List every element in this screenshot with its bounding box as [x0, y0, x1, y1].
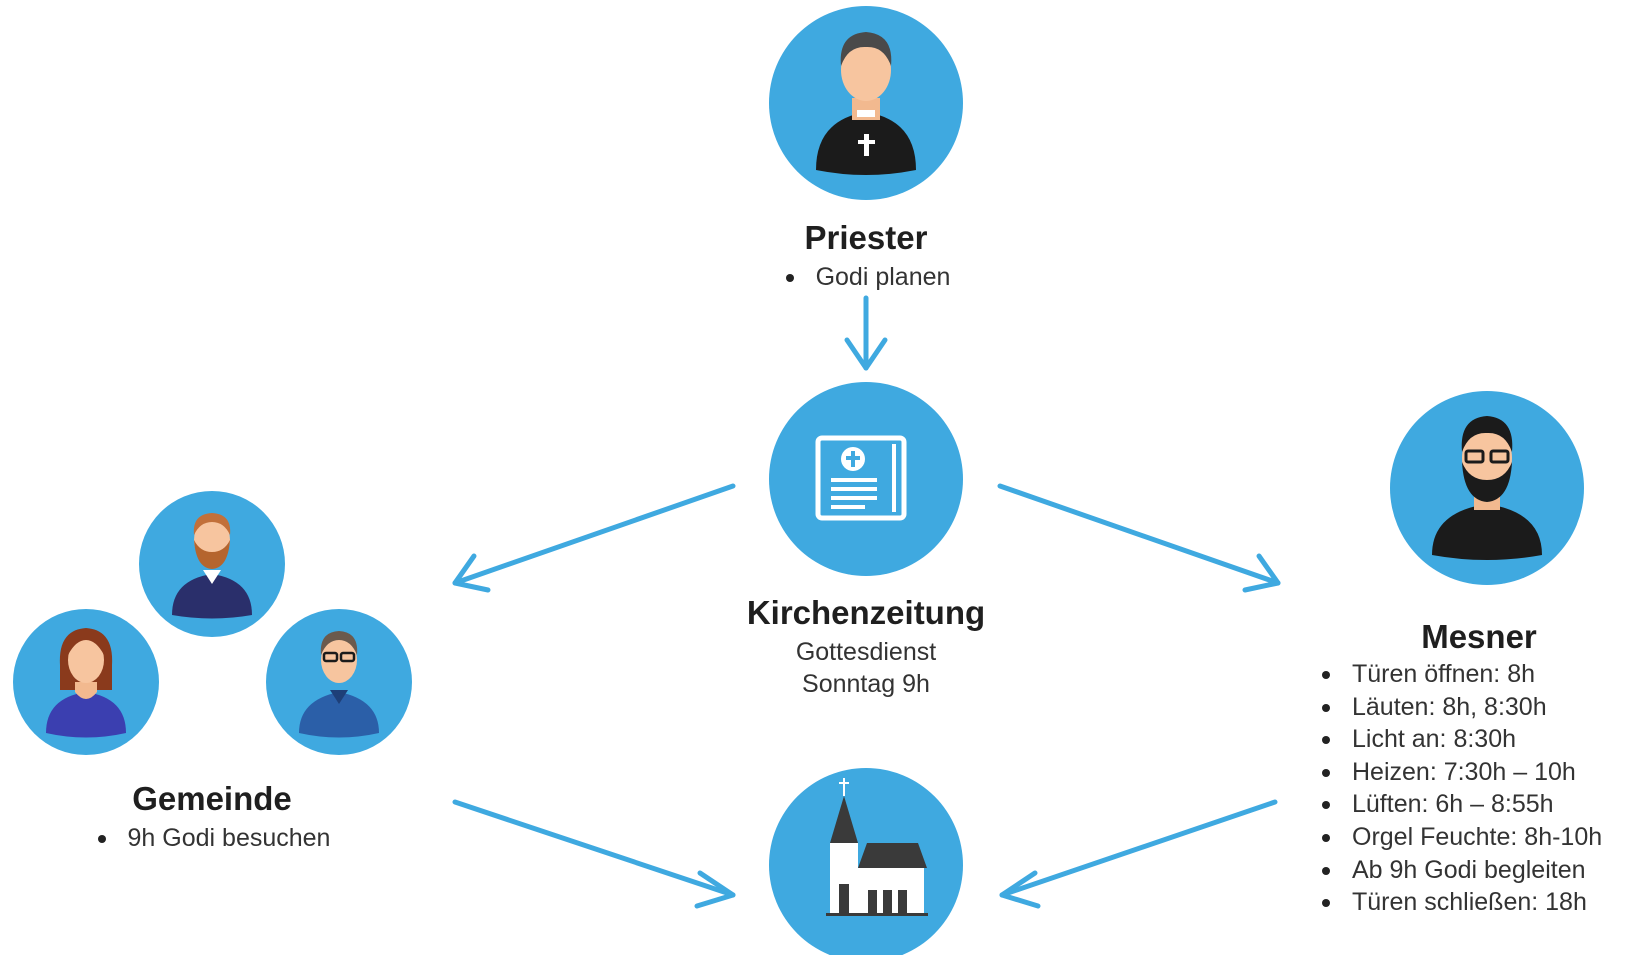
- mesner-title: Mesner: [1421, 618, 1537, 655]
- priester-list: Godi planen: [782, 261, 950, 294]
- mesner-block: Mesner Türen öffnen: 8h Läuten: 8h, 8:30…: [1318, 618, 1628, 919]
- list-item: Ab 9h Godi begleiten: [1318, 854, 1628, 887]
- list-item: Lüften: 6h – 8:55h: [1318, 788, 1628, 821]
- newspaper-icon: [769, 382, 963, 576]
- kirchenzeitung-line2: Sonntag 9h: [802, 670, 930, 698]
- arrow-mesner-to-kirche: [999, 799, 1278, 909]
- arrow-gemeinde-to-kirche: [452, 799, 736, 909]
- arrow-kirchenzeitung-to-mesner: [997, 483, 1281, 593]
- priest-icon: [769, 6, 963, 200]
- man-glasses-icon: [266, 609, 412, 755]
- arrow-priester-to-kirchenzeitung: [844, 295, 888, 371]
- kirchenzeitung-title: Kirchenzeitung: [746, 594, 986, 631]
- church-icon: [769, 768, 963, 955]
- list-item: 9h Godi besuchen: [94, 822, 330, 855]
- gemeinde-list: 9h Godi besuchen: [94, 822, 330, 855]
- priester-title: Priester: [804, 219, 928, 256]
- list-item: Godi planen: [782, 261, 950, 294]
- list-item: Orgel Feuchte: 8h-10h: [1318, 821, 1628, 854]
- kirchenzeitung-block: Kirchenzeitung Gottesdienst Sonntag 9h: [700, 594, 1032, 700]
- list-item: Türen schließen: 18h: [1318, 886, 1628, 919]
- list-item: Läuten: 8h, 8:30h: [1318, 691, 1628, 724]
- kirchenzeitung-line1: Gottesdienst: [795, 638, 937, 666]
- list-item: Heizen: 7:30h – 10h: [1318, 756, 1628, 789]
- list-item: Türen öffnen: 8h: [1318, 658, 1628, 691]
- list-item: Licht an: 8:30h: [1318, 723, 1628, 756]
- mesner-list: Türen öffnen: 8h Läuten: 8h, 8:30h Licht…: [1318, 658, 1628, 919]
- bearded-man-icon: [1390, 391, 1584, 585]
- arrow-kirchenzeitung-to-gemeinde: [452, 483, 736, 593]
- gemeinde-title: Gemeinde: [132, 780, 292, 817]
- bearded-man-icon: [139, 491, 285, 637]
- woman-icon: [13, 609, 159, 755]
- priester-block: Priester Godi planen: [700, 219, 1032, 294]
- gemeinde-block: Gemeinde 9h Godi besuchen: [66, 780, 358, 855]
